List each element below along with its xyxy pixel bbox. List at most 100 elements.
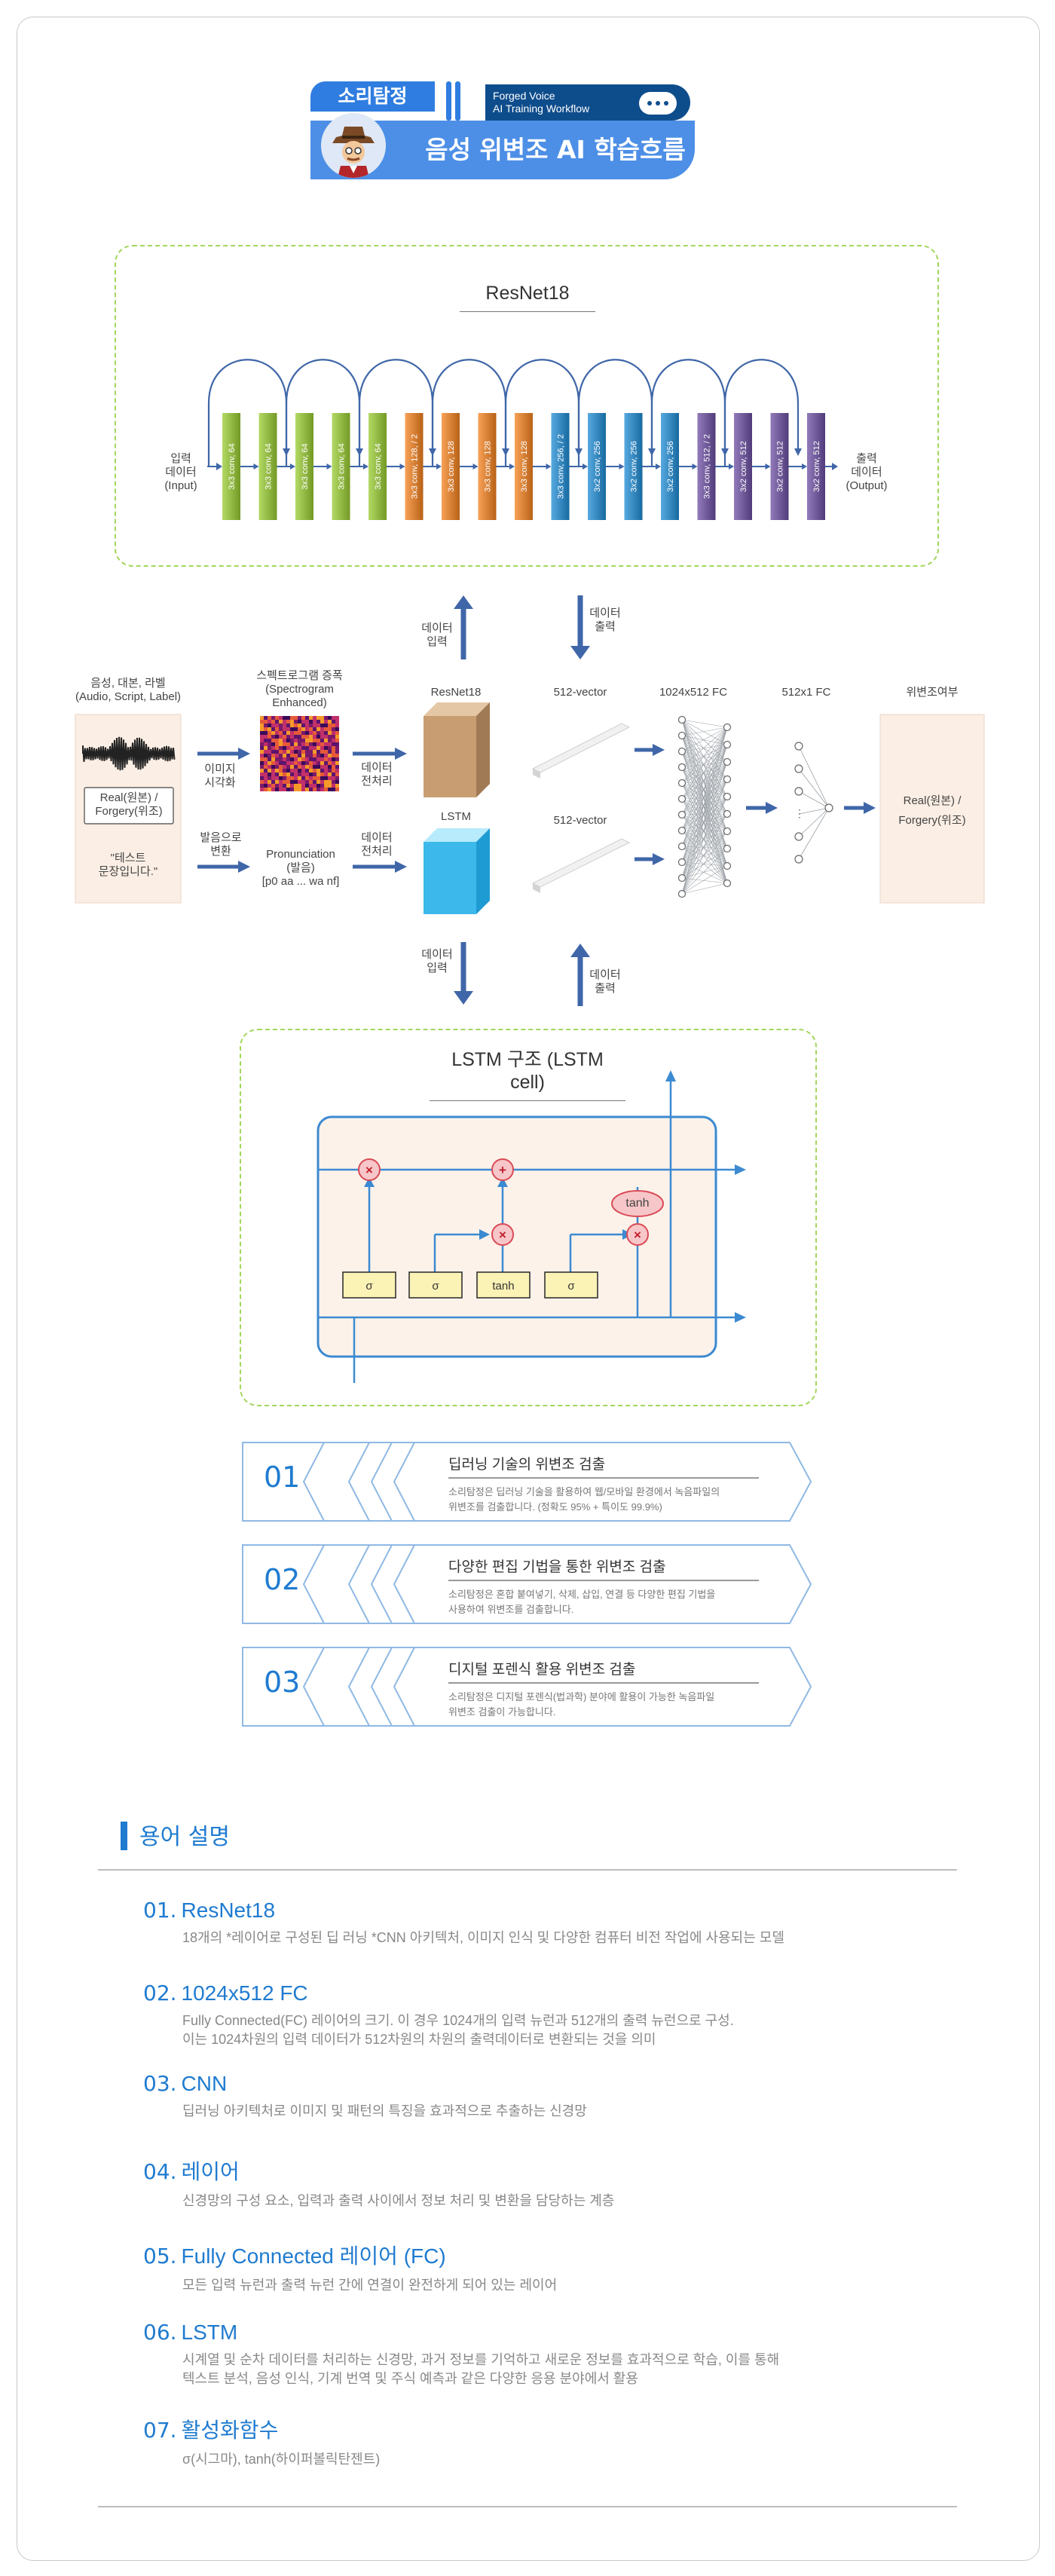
resnet18-node-label: ResNet18	[430, 686, 482, 699]
resnet-layer-label: 3x3 conv, 128, / 2	[411, 434, 420, 499]
resnet-layer-label: 3x3 conv, 64	[265, 443, 274, 490]
glossary-item: 06.LSTM 시계열 및 순차 데이터를 처리하는 신경망, 과거 정보를 기억…	[143, 2320, 897, 2388]
glossary-number: 04.	[143, 2159, 177, 2184]
lstm-operation	[491, 1158, 514, 1181]
lstm-gate	[342, 1271, 396, 1299]
glossary-bottom-rule	[98, 2506, 957, 2507]
resnet-layer-label: 3x3 conv, 64	[374, 443, 383, 490]
glossary-definition: 신경망의 구성 요소, 입력과 출력 사이에서 정보 처리 및 변환을 담당하는…	[182, 2193, 615, 2208]
resnet-skip-connection	[207, 359, 288, 467]
resnet-layer-label: 3x3 conv, 64	[228, 443, 237, 490]
glossary-definition: 딥러닝 아키텍처로 이미지 및 패턴의 특징을 효과적으로 추출하는 신경망	[182, 2103, 587, 2119]
feature-title: 딥러닝 기술의 위변조 검출	[448, 1457, 606, 1473]
resnet18-diagram: 3x3 conv, 64 3x3 conv, 64 3x3 conv, 64 3x3 …	[207, 359, 838, 520]
vector-label-2: 512-vector	[553, 814, 607, 827]
lstm-operation-label: +	[499, 1163, 506, 1177]
input-label-box: Real(원본) /Forgery(위조)	[95, 791, 163, 818]
resnet-skip-connection	[285, 359, 361, 467]
resnet-layer-label: 3x3 conv, 512, / 2	[703, 434, 712, 499]
chip-line-1: Forged Voice	[493, 90, 555, 102]
lstm-operation	[491, 1223, 514, 1246]
glossary-number: 03.	[143, 2071, 177, 2096]
header-badge: 소리탐정 Forged Voice AI Training Workflow 음…	[310, 81, 695, 223]
resnet-skip-connection	[358, 359, 434, 467]
resnet-layer-label: 3x2 conv, 512	[812, 441, 821, 492]
feature-divider	[448, 1477, 759, 1479]
lstm-node-label: LSTM	[440, 810, 471, 823]
lstm-gate	[544, 1271, 598, 1299]
resnet-layer-label: 3x3 conv, 128	[520, 441, 529, 492]
glossary-definition: Fully Connected(FC) 레이어의 크기. 이 경우 1024개의…	[182, 2013, 734, 2047]
glossary-definition: 18개의 *레이어로 구성된 딥 러닝 *CNN 아키텍처, 이미지 인식 및 …	[182, 1930, 784, 1945]
glossary-term: ResNet18	[181, 1898, 276, 1922]
lstm-operation-label: ×	[499, 1228, 506, 1242]
lstm-gate-label: σ	[432, 1280, 439, 1293]
glossary-number: 05.	[143, 2244, 177, 2269]
workflow-chip: Forged Voice AI Training Workflow	[485, 84, 690, 121]
result-title: 위변조여부	[906, 686, 959, 699]
feature-divider	[448, 1580, 759, 1581]
glossary-number: 06.	[143, 2320, 177, 2345]
feature-divider	[448, 1682, 759, 1684]
glossary-term: Fully Connected 레이어 (FC)	[181, 2244, 446, 2268]
glossary-top-rule	[98, 1869, 957, 1871]
lstm-title: LSTM 구조 (LSTM cell)	[430, 1045, 625, 1101]
feature-title: 다양한 편집 기법을 통한 위변조 검출	[448, 1559, 666, 1575]
resnet-layer-label: 3x3 conv, 64	[301, 443, 310, 490]
glossary-term: LSTM	[181, 2321, 238, 2344]
glossary-definition: 모든 입력 뉴런과 출력 뉴런 간에 연결이 완전하게 되어 있는 레이어	[182, 2278, 558, 2293]
glossary-term: CNN	[181, 2072, 228, 2095]
resnet-layer-label: 3x2 conv, 256	[630, 441, 639, 492]
input-title: 음성, 대본, 라벨(Audio, Script, Label)	[75, 677, 182, 703]
resnet-layer-label: 3x2 conv, 256	[666, 441, 675, 492]
resnet-layer-label: 3x3 conv, 128	[484, 441, 493, 492]
resnet-layer-label: 3x2 conv, 512	[776, 441, 785, 492]
resnet-layer-label: 3x3 conv, 256, / 2	[557, 434, 566, 499]
brand-tag: 소리탐정	[310, 81, 435, 112]
resnet18-title: ResNet18	[460, 283, 595, 312]
header-divider	[455, 81, 460, 121]
resnet-skip-connection	[504, 359, 580, 467]
resnet-layer-label: 3x3 conv, 128	[447, 441, 456, 492]
lstm-operation	[626, 1223, 649, 1246]
lstm-tanh-label: tanh	[625, 1197, 650, 1210]
glossary-term: 레이어	[181, 2160, 240, 2183]
resnet-skip-connection	[723, 359, 800, 467]
glossary-definition: 시계열 및 순차 데이터를 처리하는 신경망, 과거 정보를 기억하고 새로운 …	[182, 2352, 780, 2386]
resnet-layer-label: 3x3 conv, 64	[338, 443, 347, 490]
fc-512x1-label: 512x1 FC	[781, 686, 831, 699]
glossary-item: 03.CNN 딥러닝 아키텍처로 이미지 및 패턴의 특징을 효과적으로 추출하는…	[143, 2071, 897, 2121]
pronunciation-label: Pronunciation(발음)[p0 aa ... wa nf]	[261, 848, 340, 888]
chat-bubble-icon	[639, 92, 677, 115]
result-label: Real(원본) /Forgery(위조)	[898, 794, 966, 827]
lstm-gate-label: tanh	[492, 1280, 514, 1293]
glossary-number: 07.	[143, 2418, 177, 2443]
fc-1024x512-label: 1024x512 FC	[659, 686, 728, 699]
lstm-gate	[408, 1271, 463, 1299]
resnet-skip-connection	[650, 359, 726, 467]
feature-number: 02	[264, 1563, 301, 1596]
glossary-number: 01.	[143, 1898, 177, 1923]
resnet-skip-connection	[431, 359, 507, 467]
resnet-layer-label: 3x2 conv, 256	[593, 441, 602, 492]
resnet-layer-label: 3x2 conv, 512	[739, 441, 748, 492]
feature-number: 01	[264, 1461, 301, 1494]
glossary-definition: σ(시그마), tanh(하이퍼볼릭탄젠트)	[182, 2452, 381, 2467]
vector-label-1: 512-vector	[553, 686, 607, 699]
header-divider	[446, 81, 451, 121]
glossary-term: 1024x512 FC	[181, 1981, 308, 2005]
resnet18-box	[115, 245, 939, 567]
feature-number: 03	[264, 1666, 301, 1699]
